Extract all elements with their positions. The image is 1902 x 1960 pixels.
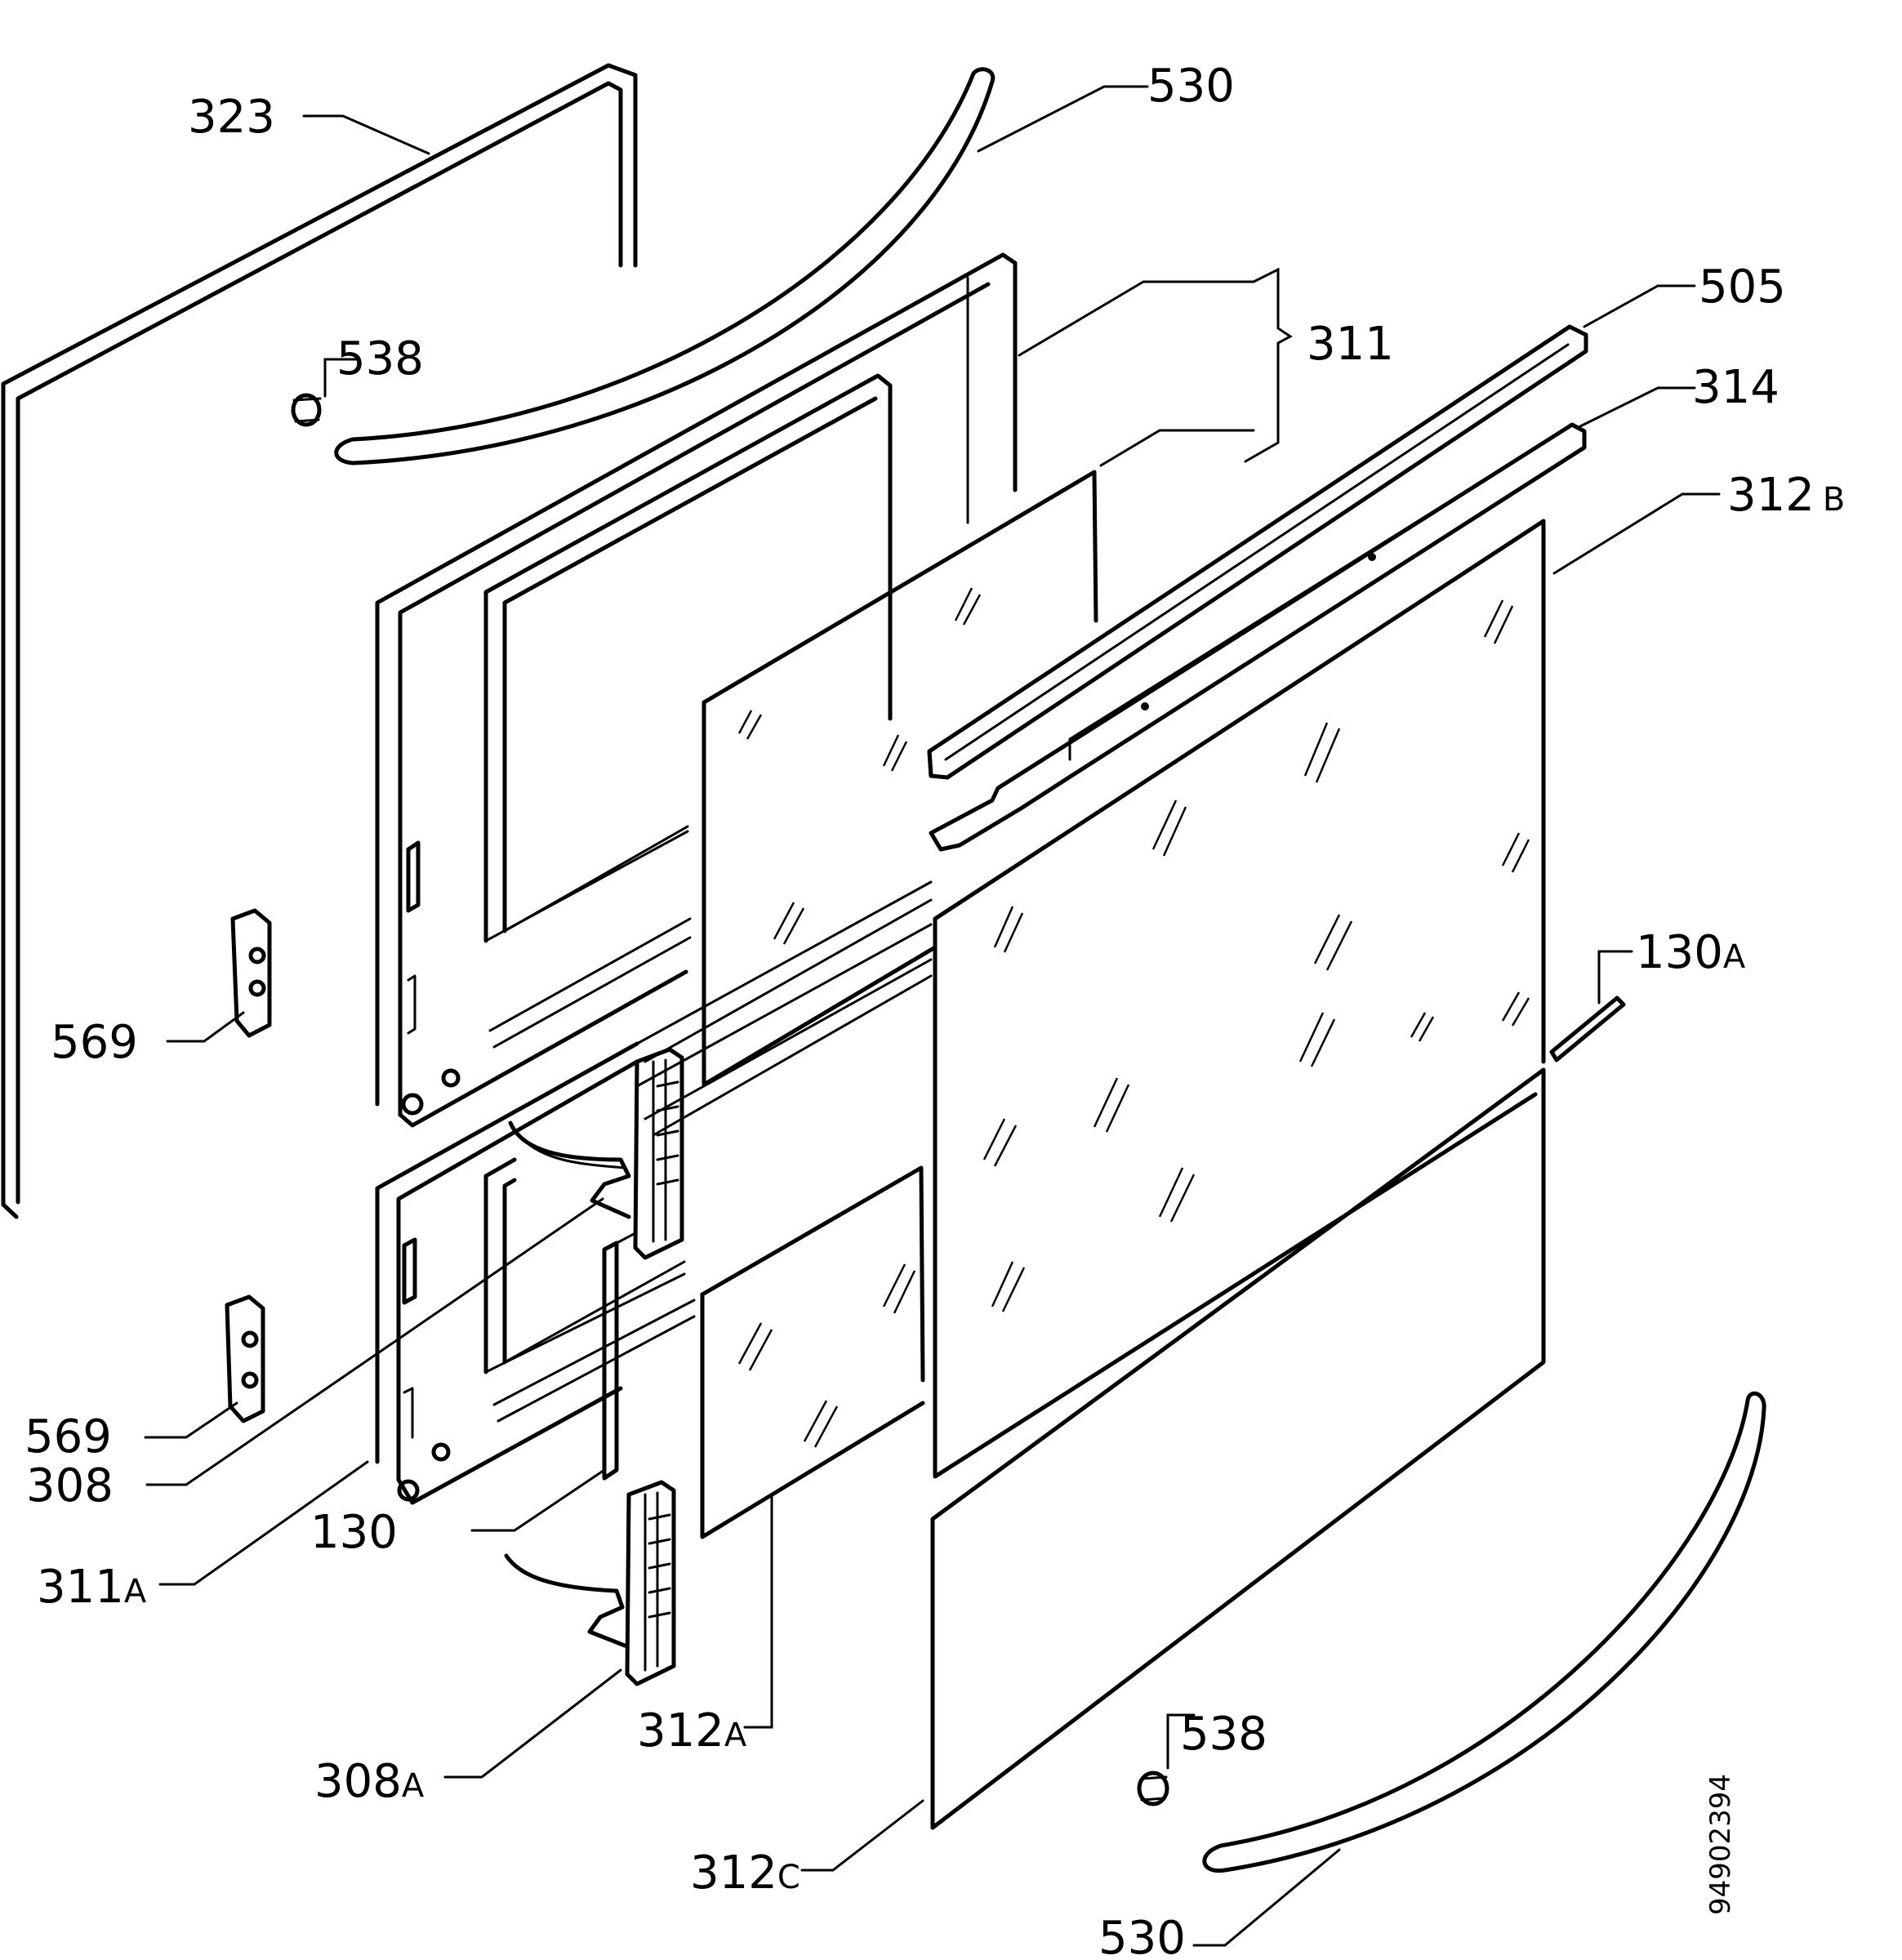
label-130a: 130A — [1636, 926, 1746, 979]
part-530-top-gasket — [334, 67, 996, 466]
label-530-top: 530 — [1147, 60, 1235, 113]
part-130a-rod — [1549, 996, 1626, 1062]
label-323: 323 — [188, 91, 275, 144]
part-311a-lower-frame — [375, 880, 933, 1505]
label-569-lower: 569 — [24, 1410, 112, 1463]
label-312c: 312C — [690, 1846, 800, 1900]
label-130: 130 — [310, 1506, 398, 1559]
label-311: 311 — [1307, 318, 1394, 371]
label-530-bottom: 530 — [1098, 1912, 1186, 1960]
part-308-hinge-upper — [508, 1047, 684, 1260]
part-312a-small-glass — [700, 1165, 925, 1539]
label-505: 505 — [1699, 261, 1786, 314]
part-530-bottom-gasket — [1202, 1391, 1766, 1873]
label-538-top: 538 — [336, 332, 424, 385]
part-538-bottom-bush — [1137, 1771, 1169, 1806]
part-538-top-bush — [291, 393, 322, 427]
part-308a-hinge-lower — [504, 1480, 676, 1686]
label-312a: 312A — [637, 1704, 747, 1757]
part-inner-glass-upper — [702, 470, 1098, 1087]
part-314-rail — [929, 422, 1587, 852]
document-id: 94902394 — [1704, 1774, 1737, 1915]
part-569-clip-lower — [225, 1294, 265, 1423]
label-314: 314 — [1692, 361, 1780, 414]
label-538-bottom: 538 — [1180, 1708, 1267, 1761]
label-308: 308 — [26, 1459, 114, 1512]
leader-lines — [144, 85, 1721, 1947]
part-312b-front-glass — [933, 519, 1546, 1479]
part-311-inner-frame — [375, 252, 1018, 1128]
label-569-upper: 569 — [51, 1016, 138, 1069]
label-308a: 308A — [314, 1755, 425, 1808]
label-311a: 311A — [37, 1561, 147, 1614]
part-569-clip-upper — [230, 908, 272, 1038]
part-505-rail — [927, 324, 1588, 780]
part-312c-bottom-glass — [930, 1067, 1546, 1830]
part-323-door-seal — [1, 63, 638, 1219]
